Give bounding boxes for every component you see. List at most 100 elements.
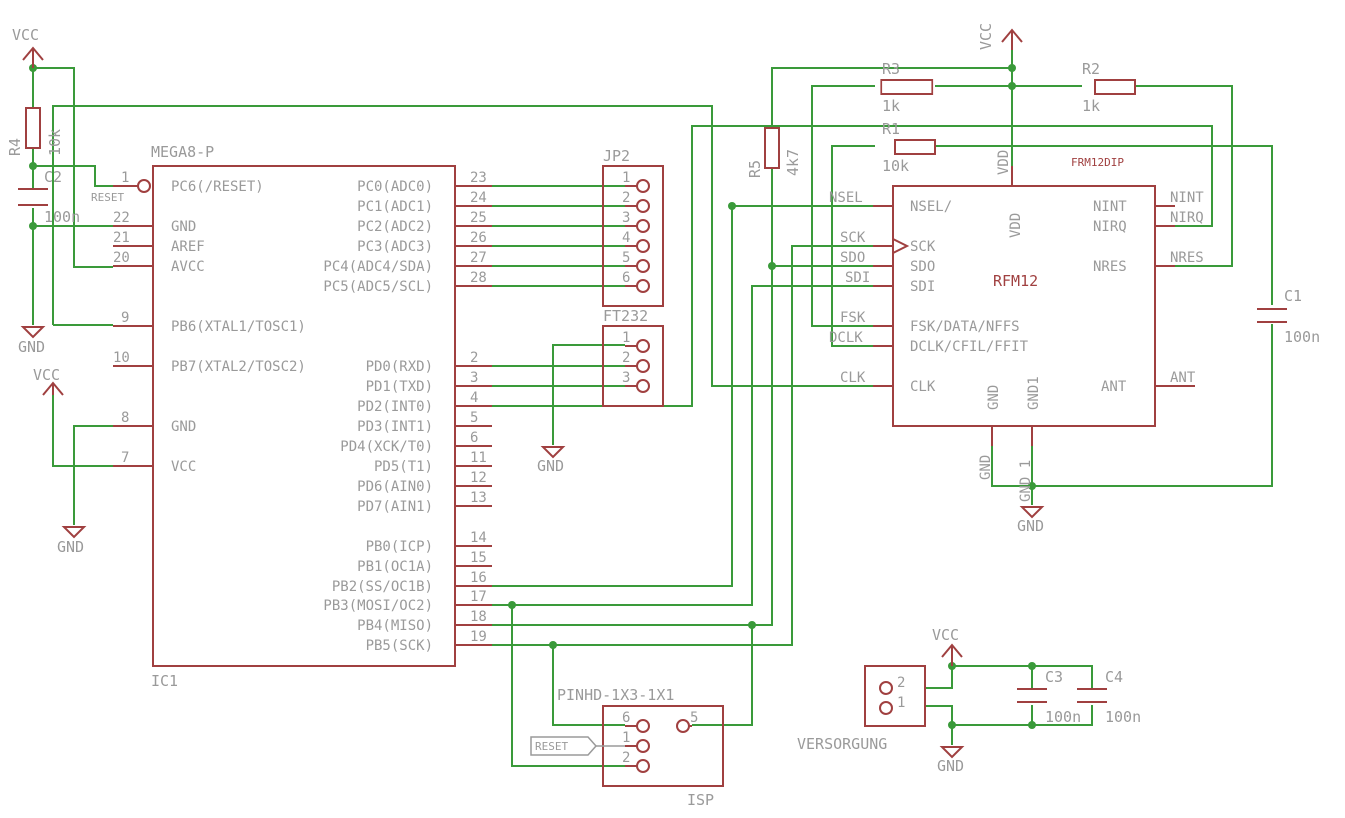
header-pin-number: 3	[622, 210, 630, 226]
mcu-pin-number: 13	[470, 490, 487, 506]
svg-text:GND 1: GND 1	[1018, 460, 1034, 502]
sck-clock-marker	[892, 238, 910, 254]
svg-text:NSEL/: NSEL/	[910, 199, 952, 215]
junction	[1028, 482, 1036, 490]
svg-text:FSK/DATA/NFFS: FSK/DATA/NFFS	[910, 319, 1020, 335]
mcu-right-pins: 23PC0(ADC0)24PC1(ADC1)25PC2(ADC2)26PC3(A…	[323, 170, 492, 654]
svg-text:R5: R5	[746, 160, 764, 178]
wire-isp-6	[552, 645, 625, 726]
svg-text:C1: C1	[1284, 287, 1302, 305]
svg-text:10: 10	[113, 350, 130, 366]
mcu-pin-number: 16	[470, 570, 487, 586]
mcu-pin-number: 6	[470, 430, 478, 446]
rfm12-module: RFM12 FRM12DIP NSEL SCK SDO SDI FSK DCLK…	[829, 150, 1204, 502]
wire-fsk-r3	[811, 85, 875, 327]
header-pin	[636, 359, 650, 373]
header-pin-number: 1	[622, 330, 630, 346]
junction	[748, 621, 756, 629]
svg-text:GND1: GND1	[1026, 376, 1042, 410]
versorgung-name: VERSORGUNG	[797, 735, 887, 753]
mcu-pin-label: PB5(SCK)	[366, 638, 433, 654]
junction	[29, 162, 37, 170]
svg-text:DCLK/CFIL/FFIT: DCLK/CFIL/FFIT	[910, 339, 1029, 355]
mcu-pin-number: 17	[470, 589, 487, 605]
mcu-pin-label: PB3(MOSI/OC2)	[323, 598, 433, 614]
mcu-pin-label: PD0(RXD)	[366, 359, 433, 375]
wire-vcc-7	[52, 395, 113, 467]
capacitor-c2: C2 100n	[18, 168, 80, 226]
rfm12-body	[892, 185, 1156, 427]
mcu-pin-number: 18	[470, 609, 487, 625]
mcu-pin-label: PD6(AIN0)	[357, 479, 433, 495]
junction	[948, 721, 956, 729]
resistor-r4: R4 10k	[6, 107, 64, 156]
mcu-pin-label: PD5(T1)	[374, 459, 433, 475]
gnd-label: GND	[537, 457, 564, 475]
jp2-name: JP2	[603, 147, 630, 165]
mcu-pin-label: PC4(ADC4/SDA)	[323, 259, 433, 275]
resistor-r2: R2 1k	[1082, 60, 1136, 115]
svg-text:1k: 1k	[882, 97, 900, 115]
isp-name: ISP	[687, 791, 714, 809]
wire-ft232-gnd	[552, 344, 625, 445]
gnd-symbol: GND	[1017, 506, 1045, 535]
gnd-symbol: GND	[18, 326, 46, 356]
svg-text:R4: R4	[6, 138, 24, 156]
svg-text:FSK: FSK	[840, 310, 866, 326]
svg-text:SDO: SDO	[840, 250, 865, 266]
wire-vcc-avcc	[33, 67, 113, 268]
svg-text:PB6(XTAL1/TOSC1): PB6(XTAL1/TOSC1)	[171, 319, 306, 335]
wire-gnd-c1	[991, 345, 1273, 487]
mcu-pin-number: 15	[470, 550, 487, 566]
svg-text:21: 21	[113, 230, 130, 246]
header-pin-number: 4	[622, 230, 630, 246]
svg-text:SDI: SDI	[910, 279, 935, 295]
gnd-label: GND	[937, 757, 964, 775]
header-pin	[636, 339, 650, 353]
svg-text:NIRQ: NIRQ	[1093, 219, 1127, 235]
wire-xtal-clk	[52, 105, 873, 387]
mcu-pin-label: PB2(SS/OC1B)	[332, 579, 433, 595]
svg-text:SDI: SDI	[845, 270, 870, 286]
svg-text:PB7(XTAL2/TOSC2): PB7(XTAL2/TOSC2)	[171, 359, 306, 375]
svg-text:AREF: AREF	[171, 239, 205, 255]
header-pin-number: 2	[622, 190, 630, 206]
svg-text:NSEL: NSEL	[829, 190, 863, 206]
vcc-symbol: VCC	[33, 366, 64, 396]
svg-text:NINT: NINT	[1170, 190, 1204, 206]
wire-isp-2	[511, 605, 625, 767]
svg-text:100n: 100n	[44, 208, 80, 226]
svg-text:1: 1	[897, 695, 905, 711]
junctions	[29, 64, 1036, 729]
mcu-pin-label: PC1(ADC1)	[357, 199, 433, 215]
svg-text:100n: 100n	[1105, 708, 1141, 726]
svg-text:SCK: SCK	[840, 230, 866, 246]
versorgung-body	[864, 665, 926, 727]
gnd-label: GND	[18, 338, 45, 356]
mcu-pin-number: 28	[470, 270, 487, 286]
versorgung-header: 2 1 VERSORGUNG	[797, 665, 926, 753]
svg-text:GND: GND	[978, 455, 994, 480]
vcc-label: VCC	[12, 26, 39, 44]
svg-text:1: 1	[121, 170, 129, 186]
isp-part: PINHD-1X3-1X1	[557, 686, 674, 704]
capacitors: C2 100n C1 100n C3 100n C4 100n	[18, 168, 1320, 726]
header-pin	[636, 379, 650, 393]
mcu-body	[152, 165, 456, 667]
svg-text:CLK: CLK	[910, 379, 936, 395]
svg-text:1: 1	[622, 730, 630, 746]
svg-text:2: 2	[622, 750, 630, 766]
svg-text:100n: 100n	[1045, 708, 1081, 726]
svg-text:VDD: VDD	[996, 150, 1012, 175]
mcu-pin-label: PB4(MISO)	[357, 618, 433, 634]
svg-text:7: 7	[121, 450, 129, 466]
mcu-pin-number: 24	[470, 190, 487, 206]
svg-text:GND: GND	[171, 419, 196, 435]
mcu-pin-label: PC2(ADC2)	[357, 219, 433, 235]
svg-text:10k: 10k	[46, 129, 64, 156]
junction	[768, 262, 776, 270]
svg-text:ANT: ANT	[1170, 370, 1196, 386]
capacitor-c3: C3 100n	[1017, 668, 1081, 726]
resistor-r1: R1 10k	[882, 120, 936, 175]
